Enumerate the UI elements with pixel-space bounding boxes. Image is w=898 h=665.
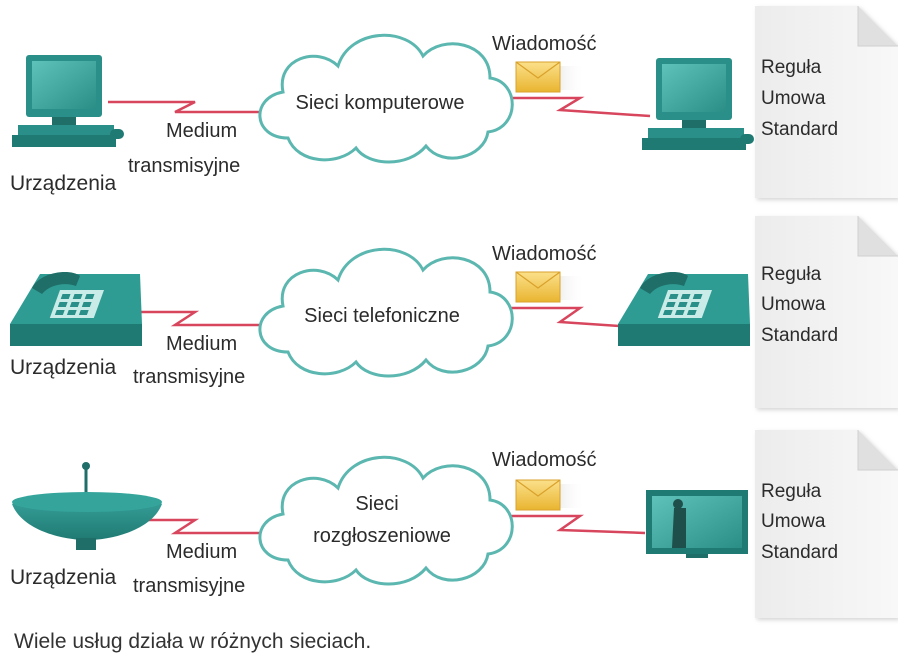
transmission-link-left [140,518,270,535]
network-name: Sieci komputerowe [296,92,465,114]
device-label: Urządzenia [10,566,117,589]
cloud-icon [258,33,514,164]
doc-line-rule: Reguła [761,481,822,502]
caption: Wiele usług działa w różnych sieciach. [14,630,372,653]
envelope-icon [515,271,586,303]
doc-line-agreement: Umowa [761,511,826,532]
telephone-icon [10,272,142,346]
doc-line-standard: Standard [761,119,838,140]
medium-label: Medium [166,541,237,563]
envelope-icon [515,479,586,511]
message-label: Wiadomość [492,33,596,55]
document-icon [755,6,898,198]
device-label: Urządzenia [10,172,117,195]
device-label: Urządzenia [10,356,117,379]
document-icon [755,430,898,618]
medium-label: Medium [166,120,237,142]
network-name-2: rozgłoszeniowe [313,525,451,547]
document-icon [755,216,898,408]
doc-line-standard: Standard [761,325,838,346]
medium-label-2: transmisyjne [133,575,245,597]
computer-icon [642,58,754,150]
computer-icon [12,55,124,147]
row-computer-network: Urządzenia Medium transmisyjne Sieci kom… [10,6,898,198]
telephone-icon [618,272,750,346]
doc-line-rule: Reguła [761,264,822,285]
message-label: Wiadomość [492,449,596,471]
medium-label-2: transmisyjne [128,155,240,177]
satellite-dish-icon [12,462,162,550]
doc-line-agreement: Umowa [761,294,826,315]
doc-line-rule: Reguła [761,57,822,78]
network-name: Sieci telefoniczne [304,305,460,327]
envelope-icon [515,61,586,93]
doc-line-standard: Standard [761,542,838,563]
television-icon [646,490,748,558]
transmission-link-right [498,306,651,330]
doc-line-agreement: Umowa [761,88,826,109]
transmission-link-right [498,96,651,118]
message-label: Wiadomość [492,243,596,265]
cloud-icon [258,247,514,378]
medium-label: Medium [166,333,237,355]
transmission-link-left [136,310,270,327]
cloud-icon [258,455,514,586]
row-broadcast-network: Urządzenia Medium transmisyjne Sieci roz… [10,430,898,618]
row-telephone-network: Urządzenia Medium transmisyjne Sieci tel… [10,216,898,408]
transmission-link-left [108,100,270,114]
medium-label-2: transmisyjne [133,366,245,388]
transmission-link-right [498,514,646,535]
network-name: Sieci [355,493,398,515]
